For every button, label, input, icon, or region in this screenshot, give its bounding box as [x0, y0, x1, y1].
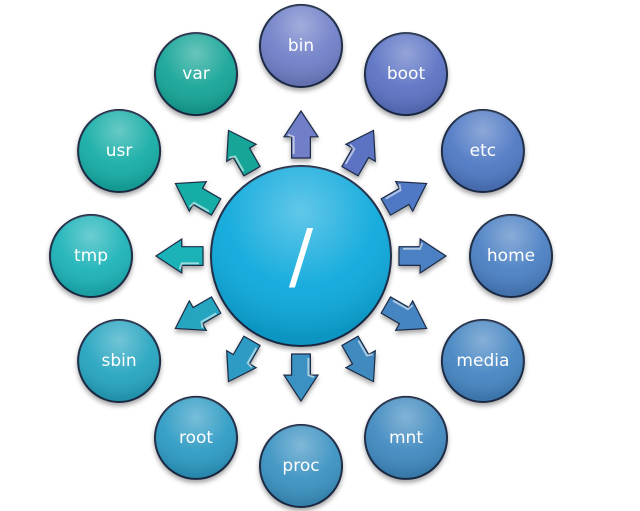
- arrow-highlight-media: [392, 299, 414, 311]
- node-etc[interactable]: etc: [440, 109, 525, 193]
- node-label-var: var: [182, 64, 209, 84]
- node-root[interactable]: root: [154, 395, 238, 480]
- node-boot[interactable]: boot: [364, 32, 448, 117]
- arrow-highlight-usr: [188, 201, 210, 213]
- node-proc[interactable]: proc: [259, 424, 343, 508]
- node-bin[interactable]: bin: [259, 4, 343, 88]
- arrow-to-var: [226, 129, 261, 177]
- node-var[interactable]: var: [154, 32, 238, 117]
- node-label-mnt: mnt: [389, 428, 423, 448]
- node-usr[interactable]: usr: [77, 109, 162, 193]
- node-label-proc: proc: [282, 456, 319, 476]
- node-label-root: root: [179, 428, 213, 448]
- node-label-bin: bin: [288, 36, 314, 56]
- arrow-to-etc: [380, 181, 428, 216]
- node-label-media: media: [456, 351, 509, 371]
- node-label-usr: usr: [106, 141, 133, 161]
- node-mnt[interactable]: mnt: [364, 395, 448, 480]
- node-sbin[interactable]: sbin: [77, 319, 162, 403]
- node-label-etc: etc: [470, 141, 496, 161]
- arrow-to-media: [380, 296, 428, 331]
- arrow-to-bin: [282, 109, 320, 159]
- node-media[interactable]: media: [440, 319, 525, 403]
- node-label-home: home: [487, 246, 535, 266]
- node-label-tmp: tmp: [74, 246, 108, 266]
- arrow-to-proc: [282, 353, 320, 403]
- arrow-highlight-home: [403, 242, 424, 250]
- root-node[interactable]: /: [210, 165, 392, 347]
- arrow-highlight-proc: [307, 358, 315, 379]
- arrow-highlight-boot: [344, 143, 356, 165]
- arrow-to-boot: [341, 129, 376, 177]
- arrow-to-sbin: [174, 296, 222, 331]
- arrow-highlight-root: [246, 347, 258, 369]
- node-label-sbin: sbin: [102, 351, 137, 371]
- arrow-to-usr: [174, 181, 222, 216]
- arrow-to-home: [398, 237, 448, 275]
- arrow-highlight-tmp: [178, 262, 199, 270]
- node-label-boot: boot: [387, 64, 426, 84]
- arrow-to-mnt: [341, 335, 376, 383]
- arrow-to-tmp: [154, 237, 204, 275]
- node-tmp[interactable]: tmp: [49, 214, 133, 298]
- node-home[interactable]: home: [469, 214, 553, 298]
- arrow-highlight-bin: [287, 133, 295, 154]
- arrow-to-root: [226, 335, 261, 383]
- root-label: /: [289, 214, 314, 298]
